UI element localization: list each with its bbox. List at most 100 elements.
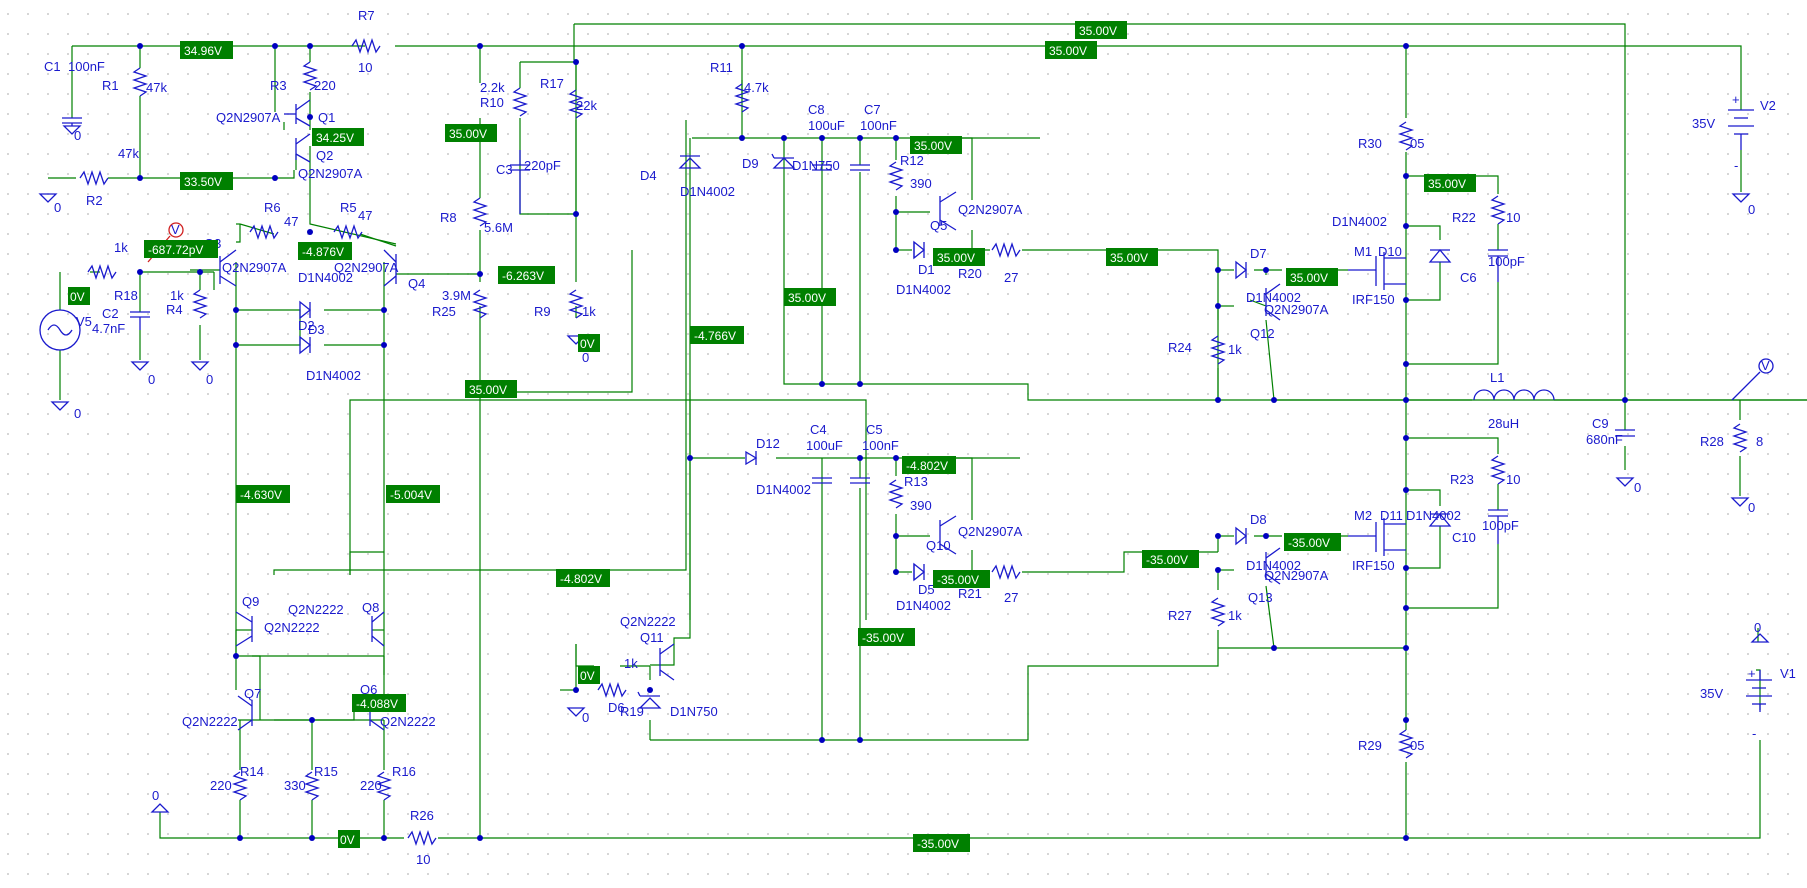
v-node-4: 35.00V	[445, 124, 497, 142]
capacitor-c9	[1615, 429, 1635, 437]
battery-v2	[1728, 109, 1754, 150]
ground-11	[1731, 193, 1751, 203]
label-d5-model: D1N4002	[896, 598, 951, 613]
label-c5: C5	[866, 422, 883, 437]
ground-10	[1730, 497, 1750, 507]
diode-d9	[771, 153, 796, 169]
label-q9-model: Q2N2222	[264, 620, 320, 635]
transistor-q8	[371, 611, 385, 647]
label-m2-model: IRF150	[1352, 558, 1395, 573]
diode-d8	[1235, 526, 1248, 546]
resistor-r11	[733, 83, 751, 113]
resistor-r20	[991, 241, 1021, 259]
resistor-r10	[511, 87, 529, 117]
v-node-2: 34.25V	[312, 128, 364, 146]
label-q10-model: Q2N2907A	[958, 524, 1023, 539]
label-ground-3: 0	[74, 406, 81, 421]
label-r24-value: 1k	[1228, 342, 1242, 357]
transistor-q7	[237, 695, 253, 731]
label-q13: Q13	[1248, 590, 1273, 605]
label-r8-value: 5.6M	[484, 220, 513, 235]
label-c2: C2	[102, 306, 119, 321]
label-c3-value: 220pF	[524, 158, 561, 173]
label-q5: Q5	[930, 218, 947, 233]
v-node-27: -35.00V	[1142, 550, 1199, 568]
capacitor-c3	[510, 150, 530, 214]
capacitor-c2	[130, 311, 150, 330]
label-c10-value: 100pF	[1482, 518, 1519, 533]
label-c7: C7	[864, 102, 881, 117]
resistor-r30	[1397, 121, 1415, 151]
svg-text:35.00V: 35.00V	[1110, 251, 1148, 265]
svg-text:-35.00V: -35.00V	[862, 631, 904, 645]
transistor-q11	[659, 643, 675, 681]
transistor-q4	[383, 249, 397, 287]
label-r21-value: 27	[1004, 590, 1018, 605]
label-r7-value: 10	[358, 60, 372, 75]
resistor-r14	[231, 771, 249, 801]
label-ground-8: 0	[152, 788, 159, 803]
label-q7-model: Q2N2222	[182, 714, 238, 729]
ground-8	[150, 803, 170, 813]
resistor-r12	[887, 161, 905, 191]
voltage-markers: 34.96V 34.25V 33.50V 35.00V -687.72pV -4…	[68, 21, 1476, 852]
label-d1-model: D1N4002	[896, 282, 951, 297]
label-c1-value: 100nF	[68, 59, 105, 74]
label-c8: C8	[808, 102, 825, 117]
svg-text:34.96V: 34.96V	[184, 44, 222, 58]
diode-d7	[1235, 260, 1248, 280]
label-r21: R21	[958, 586, 982, 601]
v-node-17: 35.00V	[910, 136, 962, 154]
label-q3-model: Q2N2907A	[222, 260, 287, 275]
label-r16-value: 220	[360, 778, 382, 793]
v-node-14: 0V	[338, 830, 360, 848]
transistor-q3	[219, 249, 237, 287]
diode-d4	[678, 155, 702, 169]
capacitor-c8	[812, 164, 832, 171]
label-v5: V5	[76, 314, 92, 329]
capacitor-c5	[850, 477, 870, 484]
transistor-q9	[235, 611, 253, 647]
v-node-24: -4.802V	[902, 456, 956, 474]
mosfet-m1	[1348, 252, 1406, 290]
label-r29-value: 05	[1410, 738, 1424, 753]
v-node-13: -4.088V	[352, 694, 406, 712]
label-m2: M2	[1354, 508, 1372, 523]
label-l1: L1	[1490, 370, 1504, 385]
resistor-r16	[375, 771, 393, 801]
label-r18: R18	[114, 288, 138, 303]
label-v2-plus: +	[1732, 92, 1740, 107]
svg-text:35.00V: 35.00V	[914, 139, 952, 153]
label-d7: D7	[1250, 246, 1267, 261]
v-node-28: -35.00V	[1284, 533, 1341, 551]
label-v1-minus: -	[1752, 726, 1756, 741]
label-r27-value: 1k	[1228, 608, 1242, 623]
ground-2	[38, 193, 58, 203]
label-d1: D1	[918, 262, 935, 277]
capacitor-c6	[1488, 249, 1508, 282]
resistor-r2	[79, 169, 109, 187]
svg-text:-35.00V: -35.00V	[1146, 553, 1188, 567]
transistor-q13	[1265, 547, 1281, 585]
label-c6-value: 100pF	[1488, 254, 1525, 269]
resistor-r15	[303, 771, 321, 801]
label-q8-model: Q2N2222	[288, 602, 344, 617]
label-ground-12: 0	[1754, 620, 1761, 635]
label-c4-value: 100uF	[806, 438, 843, 453]
components	[38, 37, 1774, 847]
label-q6: Q6	[360, 682, 377, 697]
svg-text:-6.263V: -6.263V	[502, 269, 544, 283]
v-node-5: -687.72pV	[144, 240, 218, 258]
resistor-r25	[471, 289, 489, 319]
label-d3: D3	[308, 322, 325, 337]
transistor-q5	[939, 191, 957, 231]
label-r23-value: 10	[1506, 472, 1520, 487]
v-node-9: 0V	[578, 334, 600, 352]
label-r11: R11	[710, 60, 733, 75]
v-node-10: 35.00V	[465, 380, 517, 398]
label-c5-value: 100nF	[862, 438, 899, 453]
label-q4: Q4	[408, 276, 425, 291]
label-q2-model: Q2N2907A	[298, 166, 363, 181]
label-ground-2: 0	[54, 200, 61, 215]
svg-text:35.00V: 35.00V	[469, 383, 507, 397]
